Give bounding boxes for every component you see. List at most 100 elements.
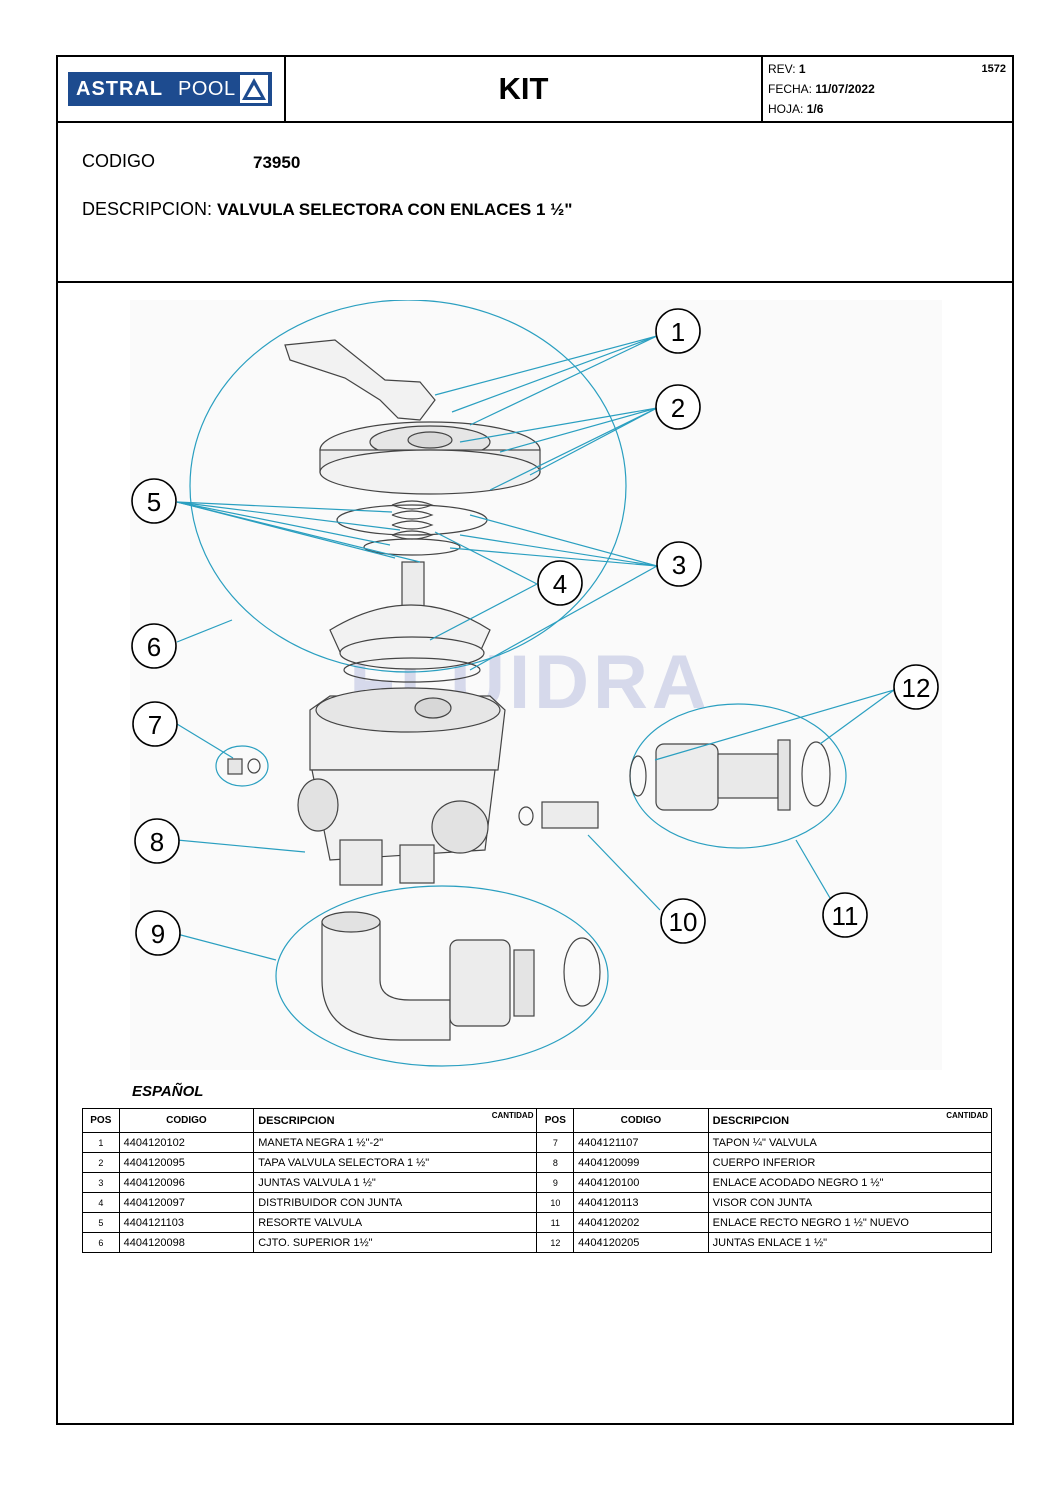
svg-text:10: 10 xyxy=(669,907,698,937)
logo-cell: ASTRAL POOL xyxy=(56,55,286,121)
description-cell: JUNTAS ENLACE 1 ½" xyxy=(707,1232,993,1253)
callout-8: 8 xyxy=(134,818,180,864)
code-cell: 4404120102 xyxy=(118,1132,255,1153)
title-cell: KIT xyxy=(286,55,763,121)
svg-text:9: 9 xyxy=(151,919,165,949)
hoja-label: HOJA: xyxy=(768,102,804,116)
description-cell: TAPON ¼" VALVULA xyxy=(707,1132,993,1153)
document-header: ASTRAL POOL KIT REV: 1 FECHA: 11/07/2022… xyxy=(56,55,1014,123)
pos-cell: 4 xyxy=(82,1192,120,1213)
callout-6: 6 xyxy=(131,623,177,669)
code-cell: 4404120202 xyxy=(573,1212,709,1233)
table-row: 6 4404120098 CJTO. SUPERIOR 1½" 12 44041… xyxy=(82,1232,993,1253)
svg-text:4: 4 xyxy=(553,569,567,599)
pos-cell: 6 xyxy=(82,1232,120,1253)
callout-1: 1 xyxy=(655,308,701,354)
pos-cell: 2 xyxy=(82,1152,120,1173)
code-cell: 4404120096 xyxy=(118,1172,255,1193)
description-cell: TAPA VALVULA SELECTORA 1 ½" xyxy=(253,1152,538,1173)
code-cell: 4404120100 xyxy=(573,1172,709,1193)
callout-12: 12 xyxy=(893,664,939,710)
table-row: 1 4404120102 MANETA NEGRA 1 ½"-2" 7 4404… xyxy=(82,1132,993,1153)
callout-9: 9 xyxy=(135,910,181,956)
upper-assembly-outline xyxy=(189,300,627,673)
pos-cell: 5 xyxy=(82,1212,120,1233)
description-row: DESCRIPCION: VALVULA SELECTORA CON ENLAC… xyxy=(82,199,572,220)
page-frame xyxy=(56,55,1014,1425)
header-cantidad-right: CANTIDAD xyxy=(946,1111,988,1120)
description-cell: VISOR CON JUNTA xyxy=(707,1192,993,1213)
logo-text-bold: ASTRAL xyxy=(76,78,164,100)
code-cell: 4404120113 xyxy=(573,1192,709,1213)
pos-cell: 12 xyxy=(536,1232,575,1253)
code-cell: 4404121103 xyxy=(118,1212,255,1233)
code-cell: 4404121107 xyxy=(573,1132,709,1153)
header-cantidad: CANTIDAD xyxy=(491,1111,534,1120)
astralpool-mark-icon xyxy=(240,75,268,103)
pos-cell: 9 xyxy=(536,1172,575,1193)
pos-cell: 7 xyxy=(536,1132,575,1153)
header-descripcion-right: DESCRIPCION CANTIDAD xyxy=(707,1108,993,1133)
svg-text:2: 2 xyxy=(671,393,685,423)
svg-text:7: 7 xyxy=(148,710,162,740)
header-pos-right: POS xyxy=(536,1108,575,1133)
svg-text:8: 8 xyxy=(150,827,164,857)
fecha-label: FECHA: xyxy=(768,82,813,96)
header-descripcion: DESCRIPCION CANTIDAD xyxy=(253,1108,538,1133)
table-row: 4 4404120097 DISTRIBUIDOR CON JUNTA 10 4… xyxy=(82,1192,993,1213)
code-value: 73950 xyxy=(253,153,301,172)
header-descripcion-label-right: DESCRIPCION xyxy=(712,1114,790,1127)
callout-5: 5 xyxy=(131,478,177,524)
description-cell: CJTO. SUPERIOR 1½" xyxy=(253,1232,538,1253)
svg-text:6: 6 xyxy=(147,632,161,662)
exploded-diagram: FLUIDRA xyxy=(130,300,942,1070)
pos-cell: 3 xyxy=(82,1172,120,1193)
code-cell: 4404120098 xyxy=(118,1232,255,1253)
header-descripcion-label: DESCRIPCION xyxy=(258,1114,335,1127)
pos-cell: 1 xyxy=(82,1132,120,1153)
product-info: CODIGO 73950 DESCRIPCION: VALVULA SELECT… xyxy=(56,123,1014,283)
table-header-row: POS CODIGO DESCRIPCION CANTIDAD POS CODI… xyxy=(82,1108,993,1133)
rev-label: REV: xyxy=(768,62,796,76)
table-row: 3 4404120096 JUNTAS VALVULA 1 ½" 9 44041… xyxy=(82,1172,993,1193)
pos-cell: 11 xyxy=(536,1212,575,1233)
callout-2: 2 xyxy=(655,384,701,430)
header-codigo-right: CODIGO xyxy=(573,1108,709,1133)
logo-text-light: POOL xyxy=(178,78,236,100)
callout-11: 11 xyxy=(822,892,868,938)
pos-cell: 10 xyxy=(536,1192,575,1213)
callout-3: 3 xyxy=(656,541,702,587)
svg-text:12: 12 xyxy=(902,673,931,703)
fecha-value: 11/07/2022 xyxy=(815,82,875,96)
hoja-value: 1/6 xyxy=(806,102,824,116)
header-codigo: CODIGO xyxy=(118,1108,255,1133)
table-row: 5 4404121103 RESORTE VALVULA 11 44041202… xyxy=(82,1212,993,1233)
svg-text:1: 1 xyxy=(671,317,685,347)
code-cell: 4404120095 xyxy=(118,1152,255,1173)
description-cell: RESORTE VALVULA xyxy=(253,1212,538,1233)
description-cell: MANETA NEGRA 1 ½"-2" xyxy=(253,1132,538,1153)
code-cell: 4404120099 xyxy=(573,1152,709,1173)
elbow-union-outline xyxy=(275,885,609,1067)
header-pos: POS xyxy=(82,1108,120,1133)
astralpool-logo: ASTRAL POOL xyxy=(68,72,272,106)
callout-10: 10 xyxy=(660,898,706,944)
code-cell: 4404120097 xyxy=(118,1192,255,1213)
parts-table: POS CODIGO DESCRIPCION CANTIDAD POS CODI… xyxy=(82,1108,993,1253)
pos-cell: 8 xyxy=(536,1152,575,1173)
description-cell: JUNTAS VALVULA 1 ½" xyxy=(253,1172,538,1193)
description-cell: ENLACE ACODADO NEGRO 1 ½" xyxy=(707,1172,993,1193)
callout-4: 4 xyxy=(537,560,583,606)
document-number: 1572 xyxy=(981,63,1006,75)
callout-7: 7 xyxy=(132,701,178,747)
exploded-view-drawing: FLUIDRA xyxy=(130,300,942,1070)
rev-value: 1 xyxy=(798,62,806,76)
svg-text:11: 11 xyxy=(832,901,859,931)
plug-outline xyxy=(215,745,269,787)
language-heading: ESPAÑOL xyxy=(132,1083,204,1100)
description-cell: ENLACE RECTO NEGRO 1 ½" NUEVO xyxy=(707,1212,993,1233)
code-label: CODIGO xyxy=(82,151,156,171)
revision-block: REV: 1 FECHA: 11/07/2022 HOJA: 1/6 xyxy=(768,59,1008,119)
document-title: KIT xyxy=(498,71,549,106)
code-cell: 4404120205 xyxy=(573,1232,709,1253)
